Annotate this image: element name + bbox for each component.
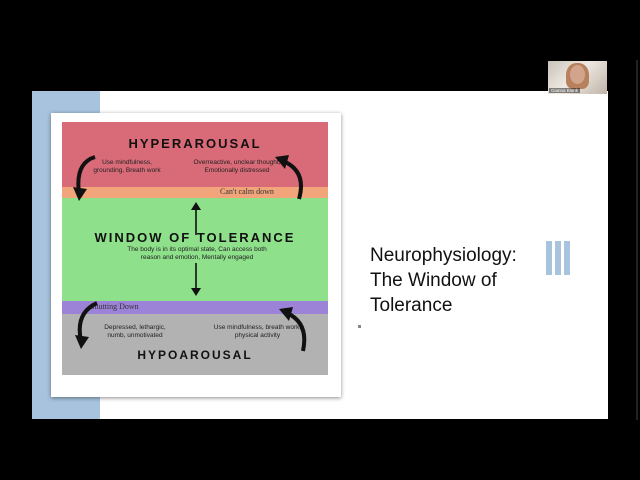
curved-arrow-icon [275,155,303,200]
participant-name: Gianna Blank [549,88,581,93]
decorative-bar [564,241,570,275]
decorative-bar [555,241,561,275]
cant-calm-down-band: Can't calm down [62,187,328,198]
hypo-right-line-2: physical activity [234,332,281,339]
hyperarousal-title: HYPERAROUSAL [128,136,262,151]
slide-heading-line-3: Tolerance [370,295,453,316]
hyperarousal-zone: HYPERAROUSAL Use mindfulness, grounding,… [62,122,328,187]
hyper-left-line-2: grounding, Breath work [93,167,161,174]
curved-arrow-icon [73,155,96,201]
vertical-arrow-icon [191,202,201,235]
hypo-left-text: Depressed, lethargic, numb, unmotivated [90,324,180,340]
curved-arrow-icon [75,301,98,349]
hyper-right-line-1: Overreactive, unclear thought, [193,159,281,166]
vertical-arrow-icon [191,263,201,296]
hypo-left-line-2: numb, unmotivated [107,332,163,339]
slide: HYPERAROUSAL Use mindfulness, grounding,… [32,91,608,419]
hypo-right-line-1: Use mindfulness, breath work, [213,324,302,331]
window-desc-line-1: The body is in its optimal state, Can ac… [127,246,267,253]
window-desc-line-2: reason and emotion, Mentally engaged [140,254,254,261]
hypo-left-line-1: Depressed, lethargic, [104,324,166,331]
slide-heading-line-1: Neurophysiology: [370,245,517,266]
decorative-bars [546,241,576,275]
hypoarousal-zone: Depressed, lethargic, numb, unmotivated … [62,314,328,375]
mouse-cursor [358,325,361,328]
window-description: The body is in its optimal state, Can ac… [102,246,292,262]
shutting-down-label: Shutting Down [90,302,139,311]
hyper-left-text: Use mindfulness, grounding, Breath work [82,159,172,175]
scrollbar[interactable] [636,60,638,420]
participant-video-thumbnail[interactable]: Gianna Blank [548,61,607,94]
hypo-right-text: Use mindfulness, breath work, physical a… [200,324,315,340]
decorative-bar [546,241,552,275]
hyper-left-line-1: Use mindfulness, [102,159,152,166]
window-of-tolerance-figure: HYPERAROUSAL Use mindfulness, grounding,… [51,113,341,397]
window-of-tolerance-zone: WINDOW OF TOLERANCE The body is in its o… [62,198,328,301]
window-title: WINDOW OF TOLERANCE [94,230,296,245]
hypoarousal-title: HYPOAROUSAL [137,348,253,362]
hyper-right-text: Overreactive, unclear thought, Emotional… [182,159,292,175]
hyper-right-line-2: Emotionally distressed [204,167,270,174]
shutting-down-band: Shutting Down [62,301,328,314]
participant-face [570,65,585,84]
cant-calm-down-label: Can't calm down [220,187,274,196]
slide-heading: Neurophysiology: The Window of Tolerance [370,243,570,318]
curved-arrow-icon [279,307,307,352]
slide-heading-line-2: The Window of [370,270,497,291]
